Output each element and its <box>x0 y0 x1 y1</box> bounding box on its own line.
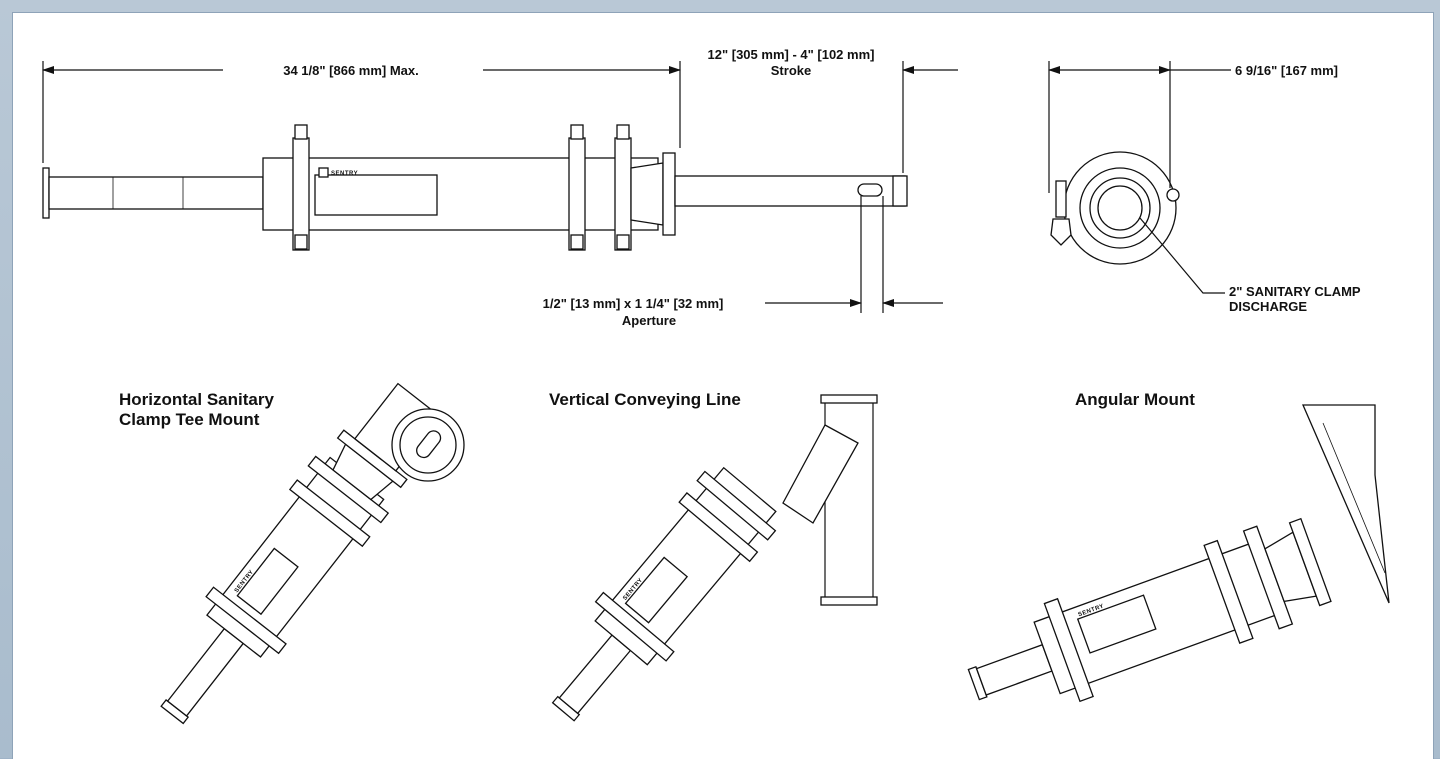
tee-opening <box>391 408 465 482</box>
discharge-label-line1: 2" SANITARY CLAMP <box>1229 284 1361 299</box>
diameter-label: 6 9/16" [167 mm] <box>1235 63 1338 78</box>
aperture-size-label: 1/2" [13 mm] x 1 1/4" [32 mm] <box>543 296 724 311</box>
discharge-label-line2: DISCHARGE <box>1229 299 1307 314</box>
side-view: SENTRY <box>42 124 908 251</box>
drawing-sheet: SENTRY 34 1/8" [866 mm] Max. 12" [305 mm… <box>12 12 1434 759</box>
angular-hopper <box>1302 404 1390 604</box>
vertical-mount-title: Vertical Conveying Line <box>549 390 741 409</box>
end-view: 6 9/16" [167 mm] 2" SANITARY CLAMP DISCH… <box>1048 61 1361 314</box>
angular-mount-view: SENTRY <box>967 517 1332 703</box>
overall-length-label: 34 1/8" [866 mm] Max. <box>283 63 419 78</box>
stroke-dimension: 12" [305 mm] - 4" [102 mm] Stroke <box>708 47 958 173</box>
technical-drawing: SENTRY 34 1/8" [866 mm] Max. 12" [305 mm… <box>42 47 1390 725</box>
aperture-dimension: 1/2" [13 mm] x 1 1/4" [32 mm] Aperture <box>543 196 943 328</box>
stroke-label: Stroke <box>771 63 811 78</box>
vertical-line-view <box>782 394 878 606</box>
vertical-line-mount: SENTRY <box>551 466 777 722</box>
overall-length-dimension: 34 1/8" [866 mm] Max. <box>42 61 681 163</box>
horizontal-mount-title-line2: Clamp Tee Mount <box>119 410 260 429</box>
horizontal-mount-title-line1: Horizontal Sanitary <box>119 390 274 409</box>
aperture-label: Aperture <box>622 313 676 328</box>
angular-mount-title: Angular Mount <box>1075 390 1195 409</box>
brand-label: SENTRY <box>331 171 358 177</box>
stroke-range-label: 12" [305 mm] - 4" [102 mm] <box>708 47 875 62</box>
